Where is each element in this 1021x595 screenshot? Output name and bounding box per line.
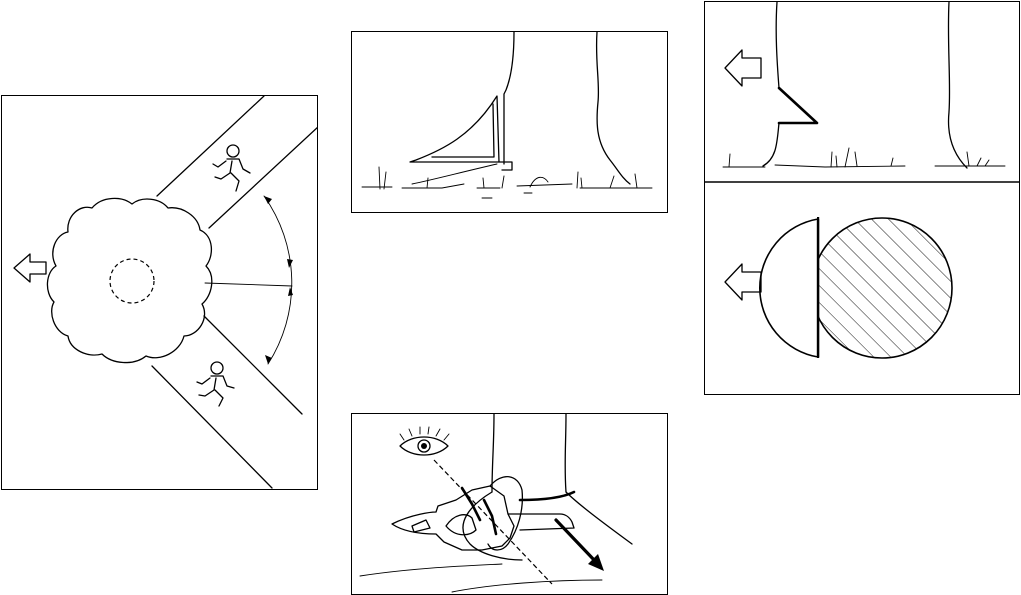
direction-of-fall-arrow-icon <box>725 264 761 300</box>
escape-route-line <box>209 126 318 228</box>
directional-notch-panel <box>351 31 668 213</box>
trunk-outline <box>110 259 154 303</box>
tree-trunk-icon <box>492 414 566 492</box>
hinge-notch-diagram <box>705 2 1020 395</box>
tree-crown-icon <box>47 198 211 362</box>
hinge-notch-panel <box>704 1 1020 395</box>
notch-icon <box>499 162 512 170</box>
escape-route-line <box>152 366 272 488</box>
grass <box>729 148 989 167</box>
stump-cross-section-icon <box>760 212 958 362</box>
running-person-icon <box>197 362 234 406</box>
felling-sight-panel <box>351 413 668 595</box>
ground-line <box>362 164 652 188</box>
directional-notch-diagram <box>352 32 668 213</box>
axis-line <box>205 283 292 286</box>
chainsaw-band <box>462 488 496 534</box>
ground-line <box>360 564 602 592</box>
felling-sight-diagram <box>352 414 668 595</box>
escape-routes-diagram <box>2 96 318 490</box>
direction-of-fall-arrow-icon <box>14 254 46 282</box>
eye-icon <box>400 427 449 455</box>
direction-of-fall-arrow-icon <box>725 50 761 86</box>
notch-icon <box>410 96 499 162</box>
tree-trunk-icon <box>597 32 630 184</box>
escape-routes-panel <box>1 95 318 490</box>
tree-trunk-icon <box>504 32 514 164</box>
chainsaw-icon <box>392 477 574 550</box>
running-person-icon <box>213 145 250 191</box>
cutting-direction-arrow-icon <box>556 520 596 562</box>
tree-trunk-icon <box>463 492 632 560</box>
tree-trunk-icon <box>763 2 817 166</box>
tree-trunk-icon <box>948 2 967 168</box>
angle-arc <box>264 196 292 364</box>
escape-route-line <box>157 96 264 196</box>
notch-icon <box>779 88 817 123</box>
cut-line <box>520 492 574 500</box>
